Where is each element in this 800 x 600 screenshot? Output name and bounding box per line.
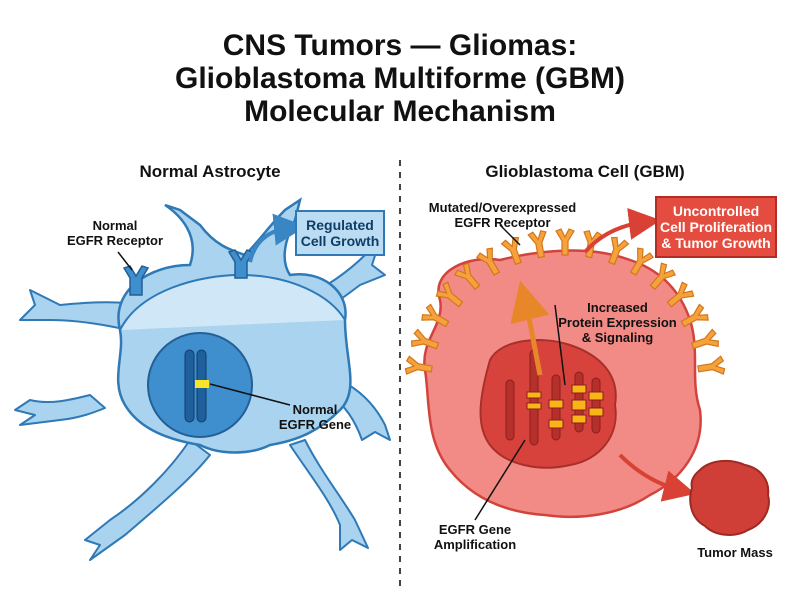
gbm-receptor-label: Mutated/Overexpressed EGFR Receptor: [428, 200, 577, 230]
egfr-receptor: [690, 328, 720, 350]
egfr-receptor: [527, 230, 547, 259]
egfr-receptor: [454, 262, 481, 291]
egfr-receptor: [410, 328, 440, 350]
amplification-label: EGFR Gene Amplification: [433, 522, 517, 552]
tumor-mass-label: Tumor Mass: [697, 545, 773, 560]
overexpressed-egfr-receptors: [404, 228, 726, 375]
egfr-receptor: [666, 281, 695, 308]
egfr-receptor: [680, 303, 709, 328]
normal-chromosome: [184, 349, 209, 423]
gbm-heading: Glioblastoma Cell (GBM): [485, 162, 685, 181]
egfr-receptor: [555, 228, 575, 256]
tumor-mass-arrow: [618, 453, 696, 502]
normal-heading: Normal Astrocyte: [139, 162, 281, 181]
egfr-receptor: [500, 236, 522, 266]
title-line-3: Molecular Mechanism: [244, 95, 556, 128]
normal-gene-label: Normal EGFR Gene: [278, 402, 352, 432]
egfr-receptor: [404, 355, 433, 375]
egfr-receptor: [697, 355, 726, 375]
amplified-chromosomes: [505, 349, 604, 446]
normal-receptor-label: Normal EGFR Receptor: [66, 218, 164, 248]
gbm-cell: [404, 208, 770, 536]
normal-egfr-receptor: [122, 249, 255, 296]
title-line-1: CNS Tumors — Gliomas:: [222, 29, 578, 62]
egfr-receptor: [629, 247, 655, 276]
title-line-2: Glioblastoma Multiforme (GBM): [175, 62, 625, 95]
signaling-arrow: [510, 280, 550, 376]
tumor-mass: [689, 459, 770, 536]
signaling-label: Increased Protein Expression & Signaling: [558, 300, 677, 345]
egfr-receptor: [608, 236, 630, 266]
growth-arrow: [248, 213, 306, 263]
egfr-receptor: [435, 281, 464, 308]
egfr-receptor: [475, 247, 501, 276]
egfr-receptor: [649, 262, 676, 291]
normal-astrocyte: [14, 197, 391, 561]
egfr-receptor: [421, 303, 450, 328]
proliferation-arrow: [583, 208, 661, 254]
